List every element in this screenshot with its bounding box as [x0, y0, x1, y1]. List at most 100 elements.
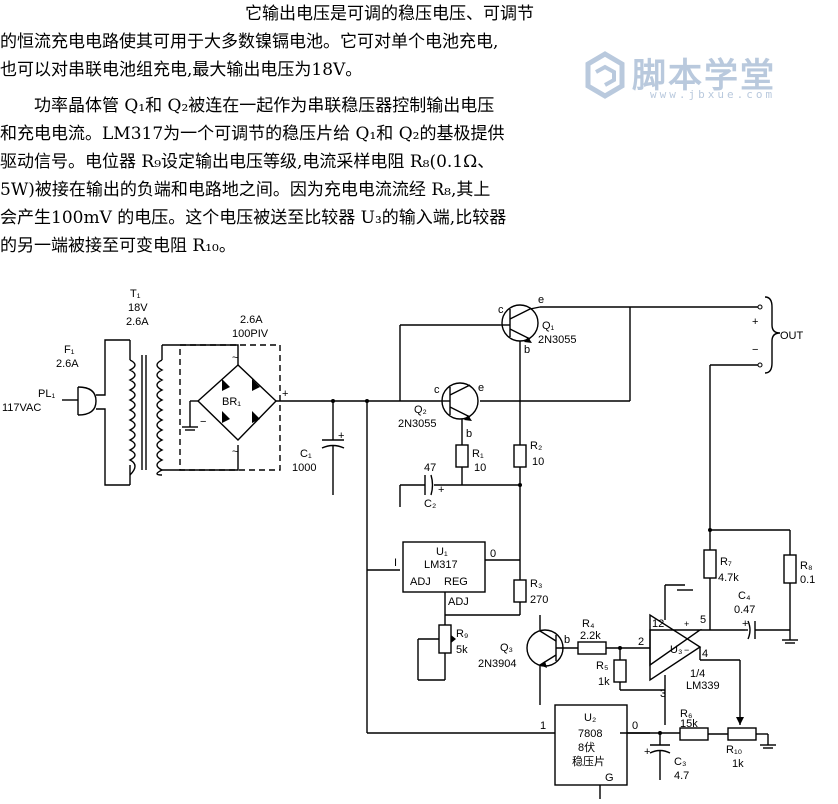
watermark-name: 脚本学堂 — [632, 56, 776, 96]
label-r8-value: 0.1 — [800, 574, 815, 586]
label-c2: C₂ — [424, 498, 436, 510]
component-marks — [222, 337, 744, 725]
label-u1-part: LM317 — [424, 559, 458, 571]
label-r10-value: 1k — [732, 758, 744, 770]
label-r9: R₉ — [456, 628, 468, 640]
label-f1: F₁ — [64, 344, 75, 356]
watermark: 脚本学堂 www.jbxue.com — [580, 42, 820, 112]
label-u1-in: I — [394, 557, 397, 569]
out-minus-terminal[interactable] — [757, 362, 763, 368]
label-u2-desc1: 8伏 — [578, 740, 595, 754]
watermark-url: www.jbxue.com — [650, 88, 776, 101]
label-f1-current: 2.6A — [56, 358, 79, 370]
label-q3-part: 2N3904 — [478, 658, 517, 670]
label-q1-b: b — [524, 344, 530, 356]
p2-line-2: 和充电电流。LM317为一个可调节的稳压片给 Q₁和 Q₂的基极提供 — [0, 124, 505, 144]
label-q1: Q₁ — [542, 320, 555, 332]
label-pl1-voltage: 117VAC — [2, 402, 41, 414]
label-r9-value: 5k — [456, 644, 468, 656]
label-u1: U₁ — [436, 546, 448, 558]
label-u3-plus: + — [684, 619, 689, 629]
p2-line-3: 驱动信号。电位器 R₉设定输出电压等级,电流采样电阻 R₈(0.1Ω、 — [0, 152, 495, 172]
label-r7-value: 4.7k — [718, 572, 739, 584]
label-pl1: PL₁ — [38, 388, 55, 400]
label-r4-value: 2.2k — [580, 630, 601, 642]
label-u3-minus: − — [684, 645, 689, 655]
label-r6-value: 15k — [680, 718, 698, 730]
label-q1-e: e — [538, 294, 544, 306]
label-r3-value: 270 — [530, 594, 548, 606]
label-q1-c: c — [498, 304, 504, 316]
label-c3-value: 4.7 — [674, 770, 689, 782]
label-c2-value: 47 — [424, 462, 436, 474]
label-c4-plus: + — [742, 618, 748, 630]
label-bridge-ac2: ~ — [232, 446, 238, 458]
label-t1-current: 2.6A — [126, 316, 149, 328]
label-r2-value: 10 — [532, 456, 544, 468]
label-out-minus: − — [752, 344, 758, 356]
label-u2-out: 0 — [632, 720, 638, 732]
label-u1-adj-pin: ADJ — [448, 596, 469, 608]
p2-line-4: 5W)被接在输出的负端和电路地之间。因为充电电流流经 R₈,其上 — [0, 180, 491, 200]
out-plus-terminal[interactable] — [757, 304, 763, 310]
label-q2: Q₂ — [414, 404, 427, 416]
p2-line-6: 的另一端被接至可变电阻 R₁₀。 — [0, 236, 236, 256]
p1-line-2: 的恒流充电电路使其可用于大多数镍镉电池。它可对单个电池充电, — [0, 32, 499, 52]
label-u3: U₃ — [670, 644, 682, 656]
label-u1-out: 0 — [490, 548, 496, 560]
label-u2: U₂ — [584, 712, 596, 724]
label-r1: R₁ — [472, 448, 484, 460]
circuit-schematic: T₁ 18V 2.6A F₁ 2.6A PL₁ 117VAC 2.6A 100P… — [2, 288, 815, 799]
p1-line-3: 也可以对串联电池组充电,最大输出电压为18V。 — [0, 60, 363, 80]
label-t1-voltage: 18V — [128, 302, 148, 314]
junction-dot — [658, 731, 662, 735]
label-br-current: 2.6A — [240, 314, 263, 326]
label-u3-fraction: 1/4 — [690, 668, 705, 680]
label-r5-value: 1k — [598, 676, 610, 688]
label-r1-value: 10 — [474, 462, 486, 474]
label-r6: R₆ — [680, 708, 692, 720]
label-pin2: 2 — [638, 636, 644, 648]
label-r5: R₅ — [596, 660, 608, 672]
label-u3-part: LM339 — [686, 680, 720, 692]
label-bridge-ac1: ~ — [232, 352, 238, 364]
label-c4-value: 0.47 — [734, 604, 755, 616]
label-pin12: 12 — [652, 618, 664, 630]
label-u1-reg: REG — [444, 576, 468, 588]
label-u2-in: 1 — [540, 720, 546, 732]
label-bridge-plus: + — [282, 388, 288, 400]
label-pin4: 4 — [702, 648, 708, 660]
label-t1: T₁ — [130, 288, 141, 300]
label-u1-adj: ADJ — [410, 576, 431, 588]
paragraph-2: 功率晶体管 Q₁和 Q₂被连在一起作为串联稳压器控制输出电压 和充电电流。LM3… — [0, 92, 600, 260]
paragraph-1: 它输出电压是可调的稳压电压、可调节 的恒流充电电路使其可用于大多数镍镉电池。它可… — [0, 0, 600, 84]
wires — [62, 304, 798, 799]
junction-dot — [365, 399, 369, 403]
label-c4: C₄ — [738, 590, 751, 602]
label-c1-value: 1000 — [292, 462, 316, 474]
label-q3: Q₃ — [500, 642, 513, 654]
label-u2-ground: G — [605, 772, 614, 784]
label-out-plus: + — [752, 316, 758, 328]
label-c3-plus: + — [644, 746, 650, 758]
label-pin3: 3 — [660, 688, 666, 700]
label-r7: R₇ — [720, 556, 732, 568]
schematic-labels: T₁ 18V 2.6A F₁ 2.6A PL₁ 117VAC 2.6A 100P… — [2, 288, 815, 784]
label-r2: R₂ — [530, 440, 542, 452]
label-r10: R₁₀ — [726, 744, 742, 756]
p1-line-1: 它输出电压是可调的稳压电压、可调节 — [245, 4, 534, 24]
label-u2-part: 7808 — [578, 728, 602, 740]
article-text: 它输出电压是可调的稳压电压、可调节 的恒流充电电路使其可用于大多数镍镉电池。它可… — [0, 0, 620, 290]
watermark-logo-icon — [585, 51, 625, 99]
p2-line-1: 功率晶体管 Q₁和 Q₂被连在一起作为串联稳压器控制输出电压 — [34, 96, 495, 116]
label-out: OUT — [780, 330, 804, 342]
label-c1: C₁ — [300, 448, 312, 460]
p2-line-5: 会产生100mV 的电压。这个电压被送至比较器 U₃的输入端,比较器 — [0, 208, 507, 228]
junction-dot — [331, 399, 335, 403]
label-q2-e: e — [478, 382, 484, 394]
junction-dot — [618, 646, 622, 650]
label-bridge-minus: − — [200, 416, 206, 428]
label-c2-plus: + — [438, 484, 444, 496]
label-c1-plus: + — [338, 430, 344, 442]
label-r3: R₃ — [530, 578, 542, 590]
